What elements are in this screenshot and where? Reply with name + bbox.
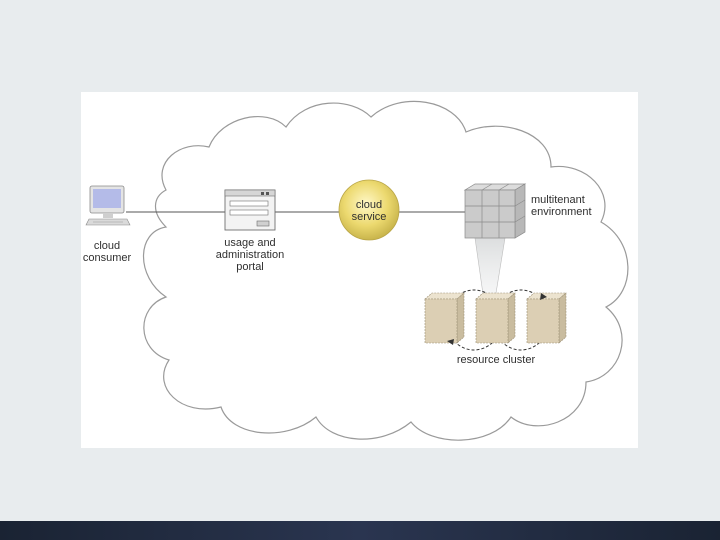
cloud-consumer-label: cloud consumer xyxy=(82,240,132,264)
server-box-icon xyxy=(526,292,567,344)
arrowhead xyxy=(447,339,454,345)
desktop-computer-icon xyxy=(85,185,131,226)
server-box-icon xyxy=(475,292,516,344)
arrowhead xyxy=(540,293,547,300)
usage-portal-label: usage and administration portal xyxy=(215,237,285,273)
diagram-canvas xyxy=(85,100,629,441)
footer-bar xyxy=(0,521,720,540)
grid-cube-icon xyxy=(463,183,527,239)
server-box-icon xyxy=(424,292,465,344)
resource-cluster-label: resource cluster xyxy=(456,354,536,366)
cloud-architecture-diagram: cloud consumer usage and administration … xyxy=(81,92,638,448)
multitenant-environment-label: multitenant environment xyxy=(531,194,592,218)
cloud-service-label: cloud service xyxy=(351,199,387,223)
cloud-service-circle xyxy=(338,179,400,241)
web-portal-window-icon xyxy=(224,189,276,231)
